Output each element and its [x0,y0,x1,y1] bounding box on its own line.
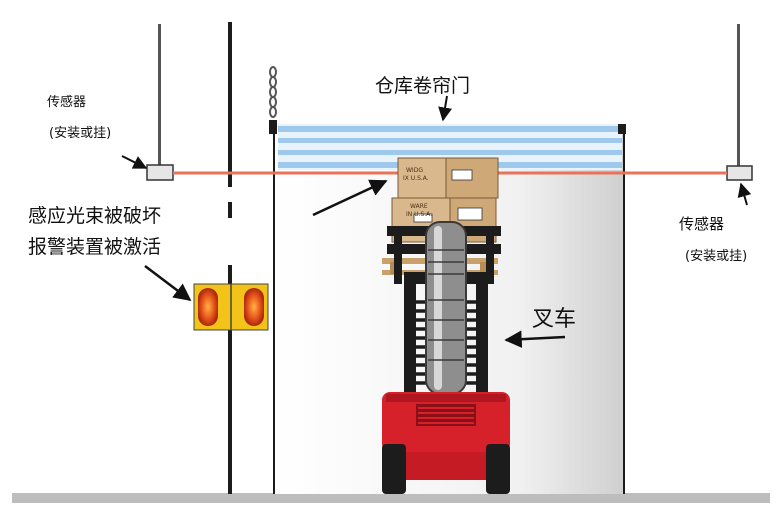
door-chain [269,66,277,118]
left-sensor-title: 传感器 [47,95,87,110]
right-sensor-body [726,165,753,181]
alarm-device [193,283,269,331]
box-text-2b: IN U.S.A. [406,211,432,218]
forklift [382,221,510,494]
wall-pole-bottom [228,265,232,494]
alarm-label-line2: 报警装置被激活 [28,236,162,258]
forklift-label: 叉车 [532,307,577,332]
left-sensor-body [146,164,174,181]
wall-pole-top [228,22,232,187]
left-sensor-note: (安装或挂) [49,126,112,141]
door-label-arrow [438,95,452,122]
floor [12,493,770,503]
box-text-2a: WARE [410,203,428,210]
box-text-1a: WIDG [406,167,423,174]
alarm-arrow [144,265,192,302]
right-sensor-pole [737,24,740,166]
box-text-1b: IX U.S.A. [403,175,429,182]
wall-pole-segment [228,202,232,218]
right-sensor-title: 传感器 [679,215,725,233]
chain-bracket [269,120,277,134]
beam-broken-arrow [312,179,388,217]
forklift-arrow [504,330,566,348]
right-sensor-note: (安装或挂) [685,249,748,264]
left-sensor-arrow [121,155,148,169]
left-sensor-pole [158,24,161,166]
right-sensor-arrow [737,182,752,206]
door-label: 仓库卷帘门 [375,75,471,97]
alarm-label-line1: 感应光束被破坏 [28,205,162,227]
